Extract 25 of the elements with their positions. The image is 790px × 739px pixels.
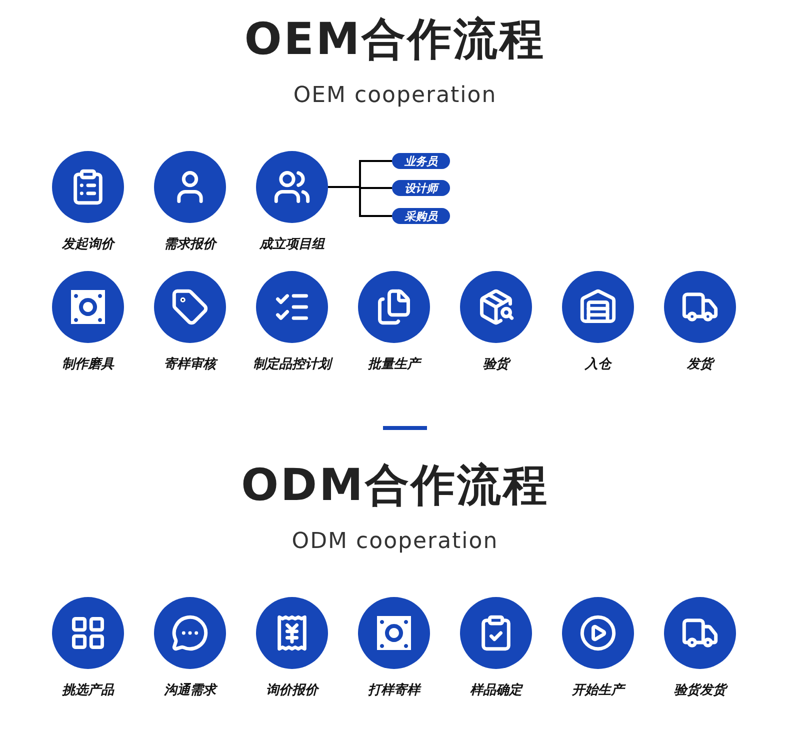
section-subtitle: OEM cooperation xyxy=(293,83,497,108)
role-tag: 采购员 xyxy=(392,208,450,224)
step-label: 批量生产 xyxy=(368,356,420,373)
step-label: 验货 xyxy=(483,356,509,373)
step-label: 询价报价 xyxy=(266,682,318,699)
step-label: 制作磨具 xyxy=(62,356,114,373)
section-subtitle: ODM cooperation xyxy=(292,529,498,554)
step-label: 发货 xyxy=(687,356,713,373)
step-label: 打样寄样 xyxy=(368,682,420,699)
step-label: 挑选产品 xyxy=(62,682,114,699)
step-label: 制定品控计划 xyxy=(253,356,331,373)
step-label: 验货发货 xyxy=(674,682,726,699)
step-label: 寄样审核 xyxy=(164,356,216,373)
section-title: ODM合作流程 xyxy=(241,460,549,511)
step-label: 开始生产 xyxy=(572,682,624,699)
role-tag: 业务员 xyxy=(392,153,450,169)
step-label: 发起询价 xyxy=(62,236,114,253)
role-tag: 设计师 xyxy=(392,180,450,196)
step-label: 沟通需求 xyxy=(164,682,216,699)
step-label: 成立项目组 xyxy=(260,236,324,253)
step-label: 入仓 xyxy=(585,356,611,373)
section-title: OEM合作流程 xyxy=(244,14,546,65)
step-label: 需求报价 xyxy=(164,236,216,253)
step-label: 样品确定 xyxy=(470,682,522,699)
connector-line xyxy=(328,186,392,217)
